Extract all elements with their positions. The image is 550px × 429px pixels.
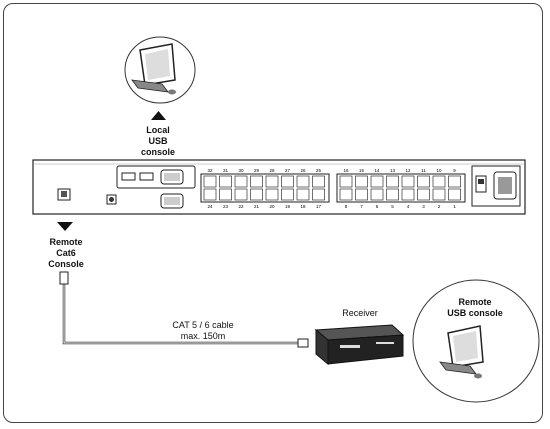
- kvm-switch: 3224312330222921282027192618251716815714…: [32, 159, 526, 215]
- port-bank-right: 16 8 15 7 14 6 13 5 12 4 11 3 10 2 9 1: [336, 168, 466, 209]
- port-socket: [370, 175, 384, 188]
- port-socket: [432, 188, 446, 201]
- port-number-bottom: 5: [391, 204, 394, 209]
- port-number-bottom: 20: [269, 204, 275, 209]
- port-number-bottom: 4: [407, 204, 410, 209]
- port-number-top: 12: [405, 168, 411, 173]
- local-line3: console: [140, 147, 175, 157]
- port-socket: [386, 175, 399, 188]
- receiver-label: Receiver: [342, 308, 378, 318]
- port-socket: [448, 188, 461, 201]
- port-socket: [401, 175, 415, 188]
- port-number-top: 32: [207, 168, 213, 173]
- port-number-top: 14: [374, 168, 380, 173]
- port-number-bottom: 2: [438, 204, 441, 209]
- port-socket: [370, 188, 384, 201]
- port-number-top: 16: [343, 168, 349, 173]
- port-number-bottom: 1: [453, 204, 456, 209]
- local-computer-icon: [124, 36, 196, 104]
- port-socket: [234, 188, 248, 201]
- local-line2: USB: [148, 136, 168, 146]
- port-number-bottom: 19: [285, 204, 291, 209]
- port-number-bottom: 21: [254, 204, 260, 209]
- port-number-top: 28: [269, 168, 275, 173]
- port-socket: [234, 175, 248, 188]
- port-socket: [355, 188, 368, 201]
- port-socket: [432, 175, 446, 188]
- remote-computer-icon: [412, 279, 540, 403]
- port-number-bottom: 6: [376, 204, 379, 209]
- remote-cat6-label: Remote Cat6 Console: [38, 237, 94, 270]
- port-socket: [281, 188, 294, 201]
- cable-line1: CAT 5 / 6 cable: [172, 320, 234, 330]
- port-socket: [417, 175, 430, 188]
- receiver-device: [314, 324, 405, 366]
- port-socket: [203, 188, 217, 201]
- remote-usb-line1: Remote: [458, 297, 492, 307]
- port-socket: [339, 175, 353, 188]
- port-socket: [312, 188, 325, 201]
- port-bank-left: 32 24 31 23 30 22 29 21 28 20 27 19 26 18 25 17: [200, 168, 330, 209]
- port-socket: [203, 175, 217, 188]
- port-socket: [339, 188, 353, 201]
- port-number-bottom: 22: [238, 204, 244, 209]
- arrow-down-icon: [57, 222, 73, 231]
- remote-usb-label: Remote USB console: [430, 297, 520, 319]
- port-socket: [401, 188, 415, 201]
- remote-cat6-line3: Console: [48, 259, 84, 269]
- port-number-top: 26: [300, 168, 306, 173]
- port-number-bottom: 3: [422, 204, 425, 209]
- port-number-top: 30: [238, 168, 244, 173]
- diagram-frame: [3, 3, 543, 423]
- port-socket: [386, 188, 399, 201]
- port-number-bottom: 18: [300, 204, 306, 209]
- cable-label: CAT 5 / 6 cable max. 150m: [148, 320, 258, 342]
- port-socket: [265, 175, 279, 188]
- port-number-top: 11: [421, 168, 426, 173]
- port-number-top: 25: [316, 168, 322, 173]
- port-number-bottom: 8: [345, 204, 348, 209]
- port-number-bottom: 23: [223, 204, 229, 209]
- port-socket: [219, 188, 232, 201]
- port-socket: [296, 175, 310, 188]
- cable-line2: max. 150m: [180, 331, 226, 341]
- remote-cat6-line2: Cat6: [56, 248, 76, 258]
- port-socket: [250, 188, 263, 201]
- arrow-up-icon: [151, 111, 166, 120]
- port-number-top: 10: [436, 168, 442, 173]
- port-number-top: 13: [390, 168, 396, 173]
- port-number-top: 31: [223, 168, 229, 173]
- cat-cable: [59, 271, 309, 348]
- port-number-top: 27: [285, 168, 291, 173]
- remote-cat6-line1: Remote: [49, 237, 83, 247]
- port-socket: [448, 175, 461, 188]
- port-number-bottom: 17: [316, 204, 322, 209]
- port-number-bottom: 7: [360, 204, 363, 209]
- port-socket: [417, 188, 430, 201]
- port-socket: [296, 188, 310, 201]
- port-socket: [281, 175, 294, 188]
- port-socket: [250, 175, 263, 188]
- local-line1: Local: [146, 125, 170, 135]
- port-socket: [265, 188, 279, 201]
- remote-usb-line2: USB console: [447, 308, 503, 318]
- port-socket: [312, 175, 325, 188]
- port-number-bottom: 24: [207, 204, 213, 209]
- port-socket: [219, 175, 232, 188]
- port-socket: [355, 175, 368, 188]
- port-number-top: 9: [453, 168, 456, 173]
- port-number-top: 29: [254, 168, 260, 173]
- local-console-label: Local USB console: [130, 125, 186, 158]
- port-number-top: 15: [359, 168, 365, 173]
